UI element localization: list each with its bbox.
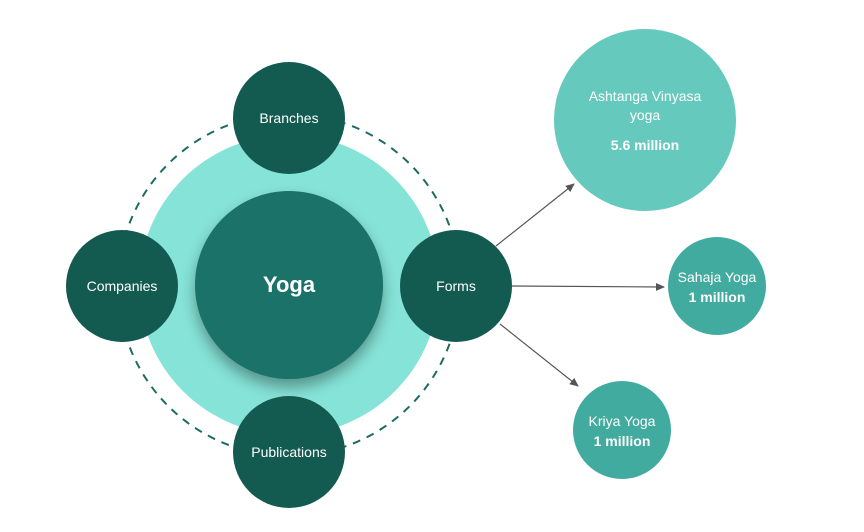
sahaja-node[interactable]: Sahaja Yoga 1 million xyxy=(668,237,766,335)
companies-node[interactable]: Companies xyxy=(66,230,178,342)
forms-node[interactable]: Forms xyxy=(400,230,512,342)
kriya-node[interactable]: Kriya Yoga 1 million xyxy=(573,381,671,479)
ashtanga-value: 5.6 million xyxy=(610,137,680,153)
kriya-label: Kriya Yoga xyxy=(588,412,656,429)
ashtanga-label: Ashtanga Vinyasa yoga xyxy=(588,88,702,123)
branches-node[interactable]: Branches xyxy=(233,62,345,174)
arrow-to-ashtanga xyxy=(495,183,575,247)
center-label: Yoga xyxy=(262,272,316,297)
center-node-yoga[interactable]: Yoga xyxy=(195,191,383,379)
arrow-to-kriya xyxy=(499,323,579,387)
publications-node[interactable]: Publications xyxy=(233,396,345,508)
branches-label: Branches xyxy=(259,109,319,126)
sahaja-label: Sahaja Yoga xyxy=(677,268,757,285)
companies-label: Companies xyxy=(86,277,158,294)
ashtanga-node[interactable]: Ashtanga Vinyasa yoga 5.6 million xyxy=(554,29,736,211)
sahaja-value: 1 million xyxy=(688,288,746,305)
arrow-to-sahaja xyxy=(511,282,665,291)
publications-label: Publications xyxy=(251,443,327,460)
kriya-value: 1 million xyxy=(593,432,651,449)
forms-label: Forms xyxy=(436,277,476,294)
